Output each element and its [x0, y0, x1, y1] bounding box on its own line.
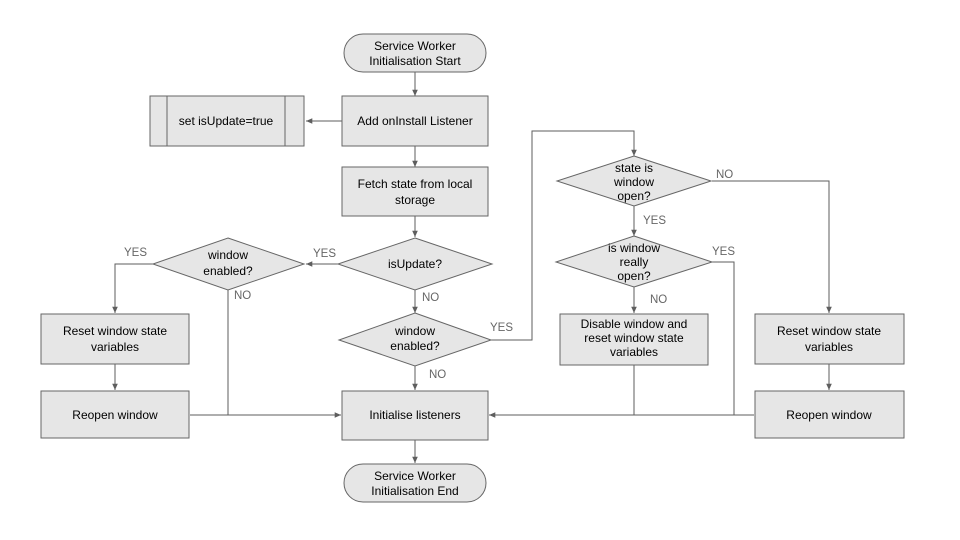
disable-window-label-line3: variables: [610, 345, 658, 359]
window-enabled-center-label-line2: enabled?: [390, 339, 440, 353]
decision-shape: [151, 237, 306, 291]
label-yes-window-enabled-center: YES: [490, 322, 513, 334]
node-is-update: isUpdate?: [336, 237, 494, 291]
label-no-state-open: NO: [716, 169, 733, 181]
node-reset-left: Reset window state variables: [40, 313, 190, 365]
process-shape: [40, 313, 190, 365]
reset-left-label-line1: Reset window state: [63, 324, 167, 338]
edge-really-open-yes: [712, 261, 735, 415]
subprocess-shape: [149, 95, 305, 147]
label-no-window-enabled-center: NO: [429, 369, 446, 381]
node-fetch-state: Fetch state from local storage: [341, 166, 489, 217]
reset-right-label-line1: Reset window state: [777, 324, 881, 338]
end-label-line1: Service Worker: [374, 469, 456, 483]
node-end: Service Worker Initialisation End: [343, 463, 487, 503]
edge-state-open-no: [712, 180, 832, 313]
terminator-shape: [343, 463, 487, 503]
disable-window-label-line2: reset window state: [584, 331, 684, 345]
node-init-listeners: Initialise listeners: [341, 390, 489, 441]
label-no-really-open: NO: [650, 294, 667, 306]
fetch-state-label-line1: Fetch state from local: [358, 177, 473, 191]
window-enabled-left-label-line2: enabled?: [203, 264, 253, 278]
process-shape: [341, 166, 489, 217]
edge-window-enabled-left-yes: [112, 263, 153, 313]
reopen-left-label: Reopen window: [72, 408, 158, 422]
process-shape: [754, 390, 905, 439]
node-reopen-right: Reopen window: [754, 390, 905, 439]
init-listeners-label: Initialise listeners: [369, 408, 460, 422]
is-update-label: isUpdate?: [388, 257, 442, 271]
edge-labels: YES YES NO NO YES NO YES NO YES NO: [124, 169, 735, 381]
reset-left-label-line2: variables: [91, 340, 139, 354]
node-window-enabled-left: window enabled?: [151, 237, 306, 291]
node-disable-window: Disable window and reset window state va…: [559, 313, 709, 366]
terminator-shape: [343, 33, 487, 73]
set-update-label: set isUpdate=true: [179, 114, 274, 128]
edge-window-enabled-center-yes: [491, 130, 637, 341]
process-shape: [754, 313, 905, 365]
node-add-listener: Add onInstall Listener: [341, 95, 489, 147]
decision-shape: [554, 235, 714, 288]
label-no-window-enabled-left: NO: [234, 290, 251, 302]
label-yes-window-enabled-left: YES: [124, 247, 147, 259]
reopen-right-label: Reopen window: [786, 408, 872, 422]
end-label-line2: Initialisation End: [371, 484, 458, 498]
node-window-enabled-center: window enabled?: [337, 312, 493, 367]
start-label-line1: Service Worker: [374, 39, 456, 53]
process-shape: [559, 313, 709, 366]
window-enabled-left-label-line1: window: [207, 248, 248, 262]
node-set-update: set isUpdate=true: [149, 95, 305, 147]
state-open-label-line2: window: [613, 175, 654, 189]
really-open-label-line3: open?: [617, 269, 651, 283]
label-yes-really-open: YES: [712, 246, 735, 258]
disable-window-label-line1: Disable window and: [581, 317, 688, 331]
process-shape: [341, 390, 489, 441]
edges: [112, 72, 832, 463]
node-reopen-left: Reopen window: [40, 390, 190, 439]
add-listener-label: Add onInstall Listener: [357, 114, 472, 128]
label-yes-is-update: YES: [313, 248, 336, 260]
process-shape: [341, 95, 489, 147]
reset-right-label-line2: variables: [805, 340, 853, 354]
decision-shape: [336, 237, 494, 291]
state-open-label-line1: state is: [615, 161, 653, 175]
fetch-state-label-line2: storage: [395, 193, 435, 207]
decision-shape: [337, 312, 493, 367]
node-really-open: is window really open?: [554, 235, 714, 288]
really-open-label-line1: is window: [608, 241, 660, 255]
node-start: Service Worker Initialisation Start: [343, 33, 487, 73]
start-label-line2: Initialisation Start: [369, 54, 461, 68]
window-enabled-center-label-line1: window: [394, 324, 435, 338]
label-yes-state-open: YES: [643, 215, 666, 227]
really-open-label-line2: really: [620, 255, 649, 269]
decision-shape: [555, 155, 713, 207]
state-open-label-line3: open?: [617, 189, 651, 203]
label-no-is-update: NO: [422, 292, 439, 304]
node-reset-right: Reset window state variables: [754, 313, 905, 365]
process-shape: [40, 390, 190, 439]
node-state-open: state is window open?: [555, 155, 713, 207]
